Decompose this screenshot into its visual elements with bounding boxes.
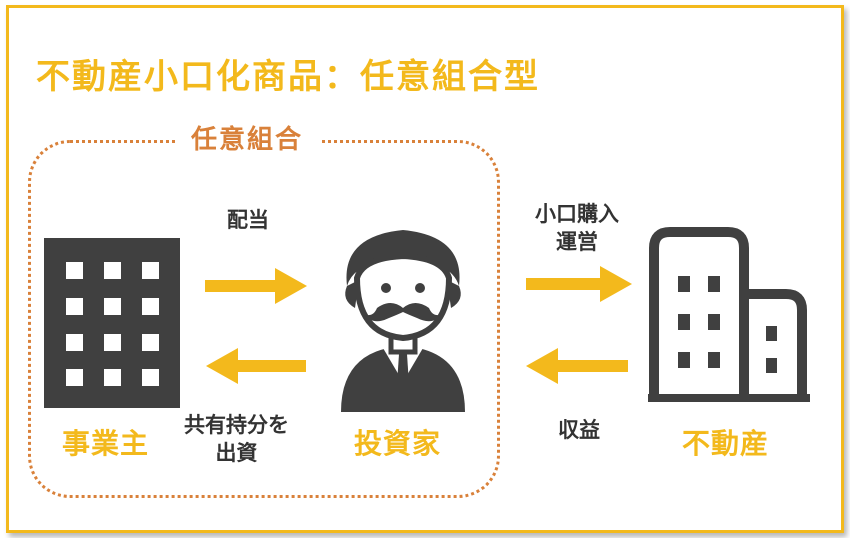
real-estate-icon [648, 227, 810, 402]
label-dividend: 配当 [227, 208, 269, 232]
entity-investor: 投資家 [354, 427, 442, 460]
arrow-contribution [206, 348, 306, 384]
arrow-revenue [526, 348, 628, 384]
group-label: 任意組合 [175, 119, 320, 156]
diagram-title: 不動産小口化商品：任意組合型 [36, 57, 540, 97]
investor-icon [341, 230, 465, 412]
building-icon [44, 238, 180, 408]
arrow-purchase [526, 266, 632, 302]
label-contribution: 共有持分を 出資 [184, 413, 289, 465]
label-purchase: 小口購入 運営 [535, 202, 619, 254]
entity-business-owner: 事業主 [62, 427, 150, 460]
entity-real-estate: 不動産 [682, 427, 770, 460]
label-revenue: 収益 [558, 418, 600, 442]
arrow-dividend [205, 268, 307, 304]
